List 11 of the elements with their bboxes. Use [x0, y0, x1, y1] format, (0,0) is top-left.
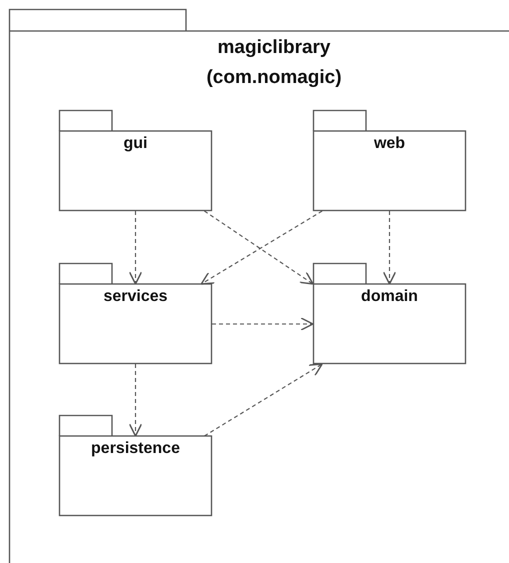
dependency-arrow [204, 363, 323, 436]
package-name: web [372, 134, 406, 154]
dependency-arrow [128, 211, 142, 285]
package-name: domain [360, 287, 419, 307]
package-name: services [102, 287, 169, 307]
dependency-arrow [382, 211, 396, 285]
package-name: magiclibrary (com.nomagic) [205, 36, 343, 90]
package-name: gui [122, 134, 148, 154]
dependency-arrow [128, 364, 142, 437]
dependency-arrow [212, 317, 314, 331]
package-name: persistence [90, 439, 181, 459]
